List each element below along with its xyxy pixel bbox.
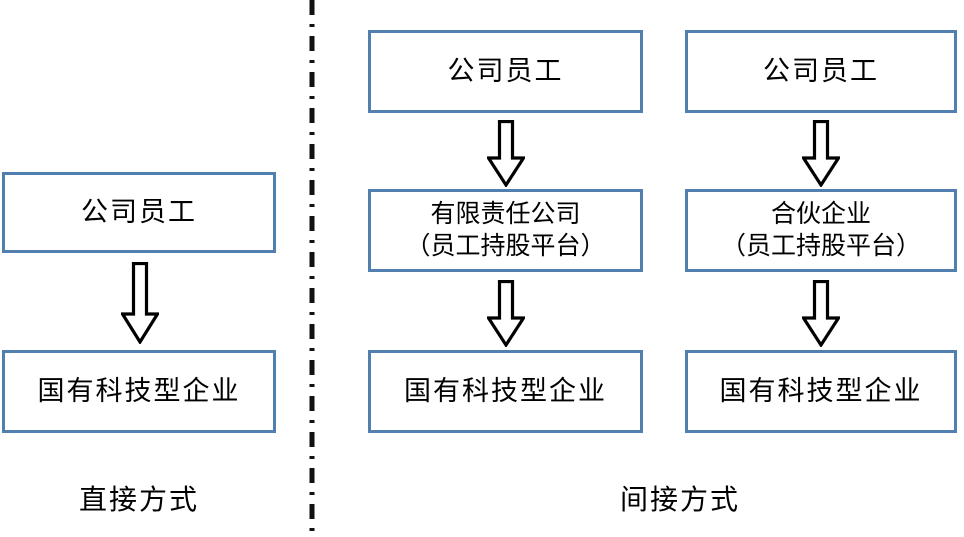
node-label: 有限责任公司 （员工持股平台） — [405, 200, 606, 260]
node-label: 公司员工 — [447, 55, 564, 86]
node-direct-employee[interactable]: 公司员工 — [2, 172, 276, 253]
node-label: 公司员工 — [81, 196, 197, 227]
arrow-direct-employee-to-enterprise — [121, 262, 159, 344]
node-partner-enterprise[interactable]: 国有科技型企业 — [685, 350, 957, 433]
node-label: 国有科技型企业 — [404, 375, 607, 406]
caption-indirect-method: 间接方式 — [619, 485, 740, 516]
node-label: 公司员工 — [763, 55, 879, 86]
node-llc-enterprise[interactable]: 国有科技型企业 — [368, 350, 643, 433]
node-partner-platform[interactable]: 合伙企业 （员工持股平台） — [685, 189, 957, 272]
node-partner-employee[interactable]: 公司员工 — [685, 30, 957, 113]
arrow-llc-employee-to-platform — [487, 120, 525, 187]
node-direct-enterprise[interactable]: 国有科技型企业 — [2, 350, 276, 433]
arrow-partner-platform-to-enterprise — [802, 280, 840, 347]
node-llc-employee[interactable]: 公司员工 — [368, 30, 643, 113]
node-label: 国有科技型企业 — [719, 375, 923, 406]
caption-direct-method: 直接方式 — [78, 485, 199, 516]
section-divider — [303, 0, 321, 537]
arrow-partner-employee-to-platform — [802, 120, 840, 187]
arrow-llc-platform-to-enterprise — [487, 280, 525, 347]
node-label: 合伙企业 （员工持股平台） — [720, 200, 921, 260]
node-label: 国有科技型企业 — [37, 375, 241, 406]
node-llc-platform[interactable]: 有限责任公司 （员工持股平台） — [368, 189, 643, 272]
